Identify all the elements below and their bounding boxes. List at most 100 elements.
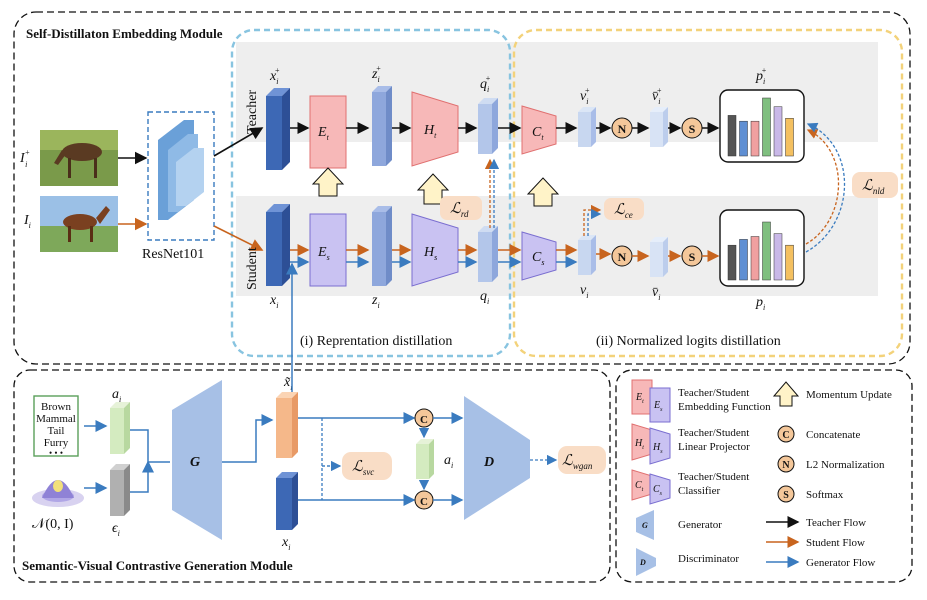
loss-ce-label: ℒce	[614, 202, 633, 220]
teacher-bar-1	[727, 115, 737, 157]
legend-teacher-flow-label: Teacher Flow	[806, 517, 866, 529]
student-normalize-label: N	[618, 250, 627, 264]
student-classifier-label: Cs	[532, 250, 544, 267]
attribute-box	[33, 395, 79, 457]
loss-svc-label: ℒsvc	[352, 459, 374, 477]
teacher-bar-3	[750, 120, 760, 157]
rep-distill-label: (i) Reprentation distillation	[300, 334, 452, 349]
momentum-arrow-C	[526, 177, 560, 207]
discriminator-label: D	[483, 455, 494, 470]
legend-concat-label: Concatenate	[806, 429, 860, 441]
legend-classifier-C-s: Cs	[653, 484, 663, 497]
g-to-xtilde-arrow	[222, 414, 274, 463]
legend-classifier-line1: Teacher/Student	[678, 471, 749, 483]
student-p-label: pi	[755, 295, 765, 312]
legend-classifier-line2: Classifier	[678, 485, 720, 497]
teacher-bar-6	[785, 118, 794, 157]
teacher-normalize-label: N	[618, 122, 627, 136]
legend-projector-line2: Linear Projector	[678, 441, 750, 453]
a-eps-merge-arrow	[130, 429, 170, 493]
logit-distill-frame	[512, 28, 904, 358]
student-v-label: vi	[580, 283, 588, 300]
legend-generator-G: G	[642, 521, 648, 530]
loss-rd-box	[440, 196, 482, 220]
teacher-embedding-box	[309, 95, 347, 169]
student-input-image	[40, 196, 118, 252]
teacher-v-block	[578, 107, 596, 147]
legend-softmax-icon	[777, 485, 795, 503]
teacher-projector-shape	[411, 91, 459, 167]
loss-svc-box	[342, 452, 392, 480]
a-label-mid: ai	[444, 453, 453, 470]
nld-arrow-blue	[805, 122, 846, 253]
teacher-vbar-block	[650, 107, 668, 147]
attribute-word-4: • • •	[49, 448, 63, 458]
legend-projector-H-s: Hs	[652, 442, 663, 455]
legend-concat-icon	[777, 425, 795, 443]
embedding-module-frame	[13, 11, 911, 365]
generation-module-title: Semantic-Visual Contrastive Generation M…	[22, 558, 293, 573]
discriminator-shape	[464, 396, 530, 520]
legend-discriminator-D: D	[639, 558, 646, 567]
legend-discriminator-icon	[636, 548, 656, 576]
legend-l2-icon	[777, 455, 795, 473]
teacher-branch-label: Teacher	[245, 90, 260, 134]
gaussian-noise-icon	[32, 480, 84, 507]
loss-nld-label: ℒnld	[862, 178, 885, 196]
teacher-bar-2	[739, 120, 748, 157]
rep-distill-frame	[230, 28, 512, 358]
x-real-block	[276, 472, 298, 530]
svc-dashed-links	[321, 418, 340, 500]
teacher-projector-label: Ht	[423, 123, 437, 140]
teacher-q-block	[478, 98, 498, 154]
attribute-word-2: Tail	[48, 425, 65, 437]
a-label-left: ai	[112, 387, 121, 404]
noise-label: 𝒩(0, I)	[32, 517, 74, 532]
legend-embedding-E-s: Es	[653, 400, 663, 413]
student-classifier-shape	[521, 231, 557, 281]
teacher-bar-5	[773, 106, 783, 157]
legend-embedding-line1: Teacher/Student	[678, 387, 749, 399]
student-branch-label: Student	[245, 247, 260, 290]
legend-classifier-icon	[631, 469, 671, 505]
concat-top-label: C	[420, 414, 428, 426]
student-bar-4	[762, 221, 771, 281]
student-bar-5	[773, 233, 783, 281]
student-prob-bars	[727, 221, 794, 281]
backbone-blocks	[158, 120, 204, 220]
legend-l2-label: L2 Normalization	[806, 459, 885, 471]
x-tilde-label: x̃i	[283, 375, 292, 392]
student-z-label: zi	[371, 293, 380, 310]
epsilon-label: ϵi	[112, 521, 120, 538]
attribute-word-3: Furry	[44, 437, 69, 449]
teacher-q-label: qi+	[480, 74, 491, 94]
teacher-z-block	[372, 86, 392, 166]
legend-classifier-C-t: Ct	[635, 480, 644, 493]
teacher-x-label: xi+	[269, 66, 280, 86]
a-block-mid	[416, 439, 434, 479]
backbone-to-student-arrow	[213, 225, 264, 251]
legend-discriminator-label: Discriminator	[678, 553, 739, 565]
student-projector-label: Hs	[423, 245, 437, 262]
legend-generator-flow-label: Generator Flow	[806, 557, 875, 569]
ce-arrow-blue	[587, 208, 602, 236]
teacher-embedding-label: Et	[317, 125, 330, 142]
teacher-x-block	[266, 88, 290, 170]
loss-ce-box	[604, 198, 644, 220]
teacher-z-label: zi+	[371, 64, 381, 84]
generation-module-frame	[13, 369, 611, 583]
student-embedding-box	[309, 213, 347, 287]
x-real-label: xi	[281, 535, 290, 552]
student-bar-3	[750, 236, 760, 281]
legend-embedding-E-t: Et	[635, 392, 644, 405]
student-x-label: xi	[269, 293, 278, 310]
student-x-block	[266, 204, 290, 286]
legend-softmax-glyph: S	[783, 490, 789, 501]
legend-generator-icon	[636, 510, 654, 540]
epsilon-block	[110, 464, 130, 516]
student-q-label: qi	[480, 289, 489, 306]
generator-label: G	[190, 455, 200, 470]
attribute-word-0: Brown	[41, 401, 71, 413]
student-bar-6	[785, 244, 794, 281]
